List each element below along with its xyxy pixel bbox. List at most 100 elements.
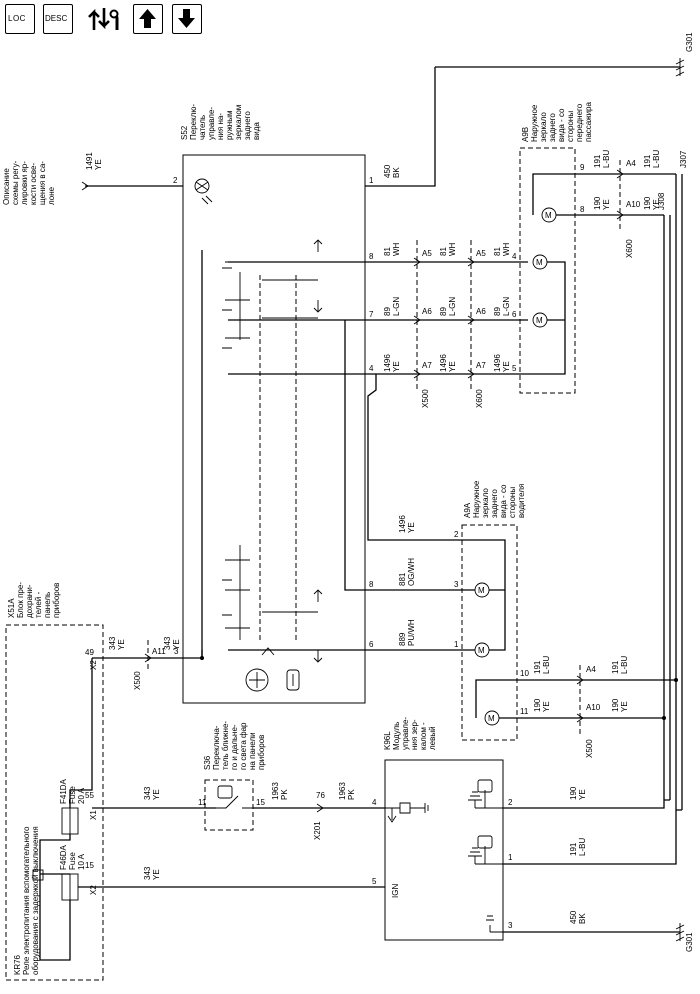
a9a-line-3: заднего bbox=[490, 489, 499, 518]
s52-line-1: Переклю- bbox=[189, 104, 198, 140]
svg-text:X51A Блок пре- дох: X51A Блок пре- дохрани- телей - панель п… bbox=[7, 580, 61, 618]
svg-text:343YE: 343YE bbox=[143, 866, 161, 880]
arrow-down-button[interactable] bbox=[172, 4, 202, 34]
x500-a4: A4 bbox=[586, 665, 596, 674]
s36-line-6: приборов bbox=[257, 735, 266, 770]
s36-line-0: S36 bbox=[203, 755, 212, 770]
svg-text:F41DA Fuse 20 A: F41DA Fuse 20 A bbox=[59, 777, 86, 804]
svg-text:190YE: 190YE bbox=[611, 698, 629, 712]
s52-line-7: заднего bbox=[243, 111, 252, 140]
k96l-pin-4: 4 bbox=[372, 798, 377, 807]
x500-a7: A7 bbox=[422, 361, 432, 370]
kr76-line-0: KR76 bbox=[13, 954, 22, 975]
k96l-pin-3: 3 bbox=[508, 921, 513, 930]
svg-text:K96L Модуль управл: K96L Модуль управле- ния зер- калом - ле… bbox=[383, 715, 437, 750]
x500-bottom-label: X500 bbox=[585, 739, 594, 758]
a9b-pin-9: 9 bbox=[580, 163, 585, 172]
arrow-up-button[interactable] bbox=[133, 4, 163, 34]
lamp-icon bbox=[194, 178, 210, 194]
wrench-arrows-icon bbox=[88, 8, 119, 30]
svg-text:F46DA Fuse 10 A: F46DA Fuse 10 A bbox=[59, 843, 86, 870]
desc-button[interactable]: DESC bbox=[43, 4, 73, 34]
a9a-pin-2: 2 bbox=[454, 530, 459, 539]
svg-text:89L-GN: 89L-GN bbox=[493, 297, 511, 316]
svg-text:190YE: 190YE bbox=[593, 196, 611, 210]
w1963-a-num: 1963 bbox=[271, 782, 280, 800]
s52-pin-1: 1 bbox=[369, 176, 374, 185]
s52-line-3: управле- bbox=[207, 107, 216, 140]
g301-top-label: G301 bbox=[685, 32, 694, 52]
f41da-1: Fuse bbox=[68, 786, 77, 804]
svg-text:1963PK: 1963PK bbox=[271, 782, 289, 800]
svg-text:881OG/WH: 881OG/WH bbox=[398, 558, 416, 586]
svg-text:1491 YE: 1491 YE bbox=[85, 150, 103, 170]
svg-text:191L-BU: 191L-BU bbox=[569, 838, 587, 856]
w1491-col: YE bbox=[94, 159, 103, 170]
w190-x500-num: 190 bbox=[611, 698, 620, 712]
s52-line-8: вида bbox=[252, 122, 261, 140]
w191-a9a-col: L-BU bbox=[542, 656, 551, 674]
svg-text:450 BK: 450 BK bbox=[383, 162, 401, 178]
w450-top-num: 450 bbox=[383, 164, 392, 178]
k96l-line-2: управле- bbox=[401, 717, 410, 750]
k96l-line-4: калом - bbox=[419, 722, 428, 750]
s36-line-5: на панели bbox=[248, 732, 257, 770]
k96l-line-5: левый bbox=[428, 726, 437, 750]
s52-line-6: зеркалом bbox=[234, 105, 243, 140]
x51a-line-1: Блок пре- bbox=[16, 582, 25, 618]
svg-text:190YE: 190YE bbox=[569, 786, 587, 800]
w1496-s52-col: YE bbox=[392, 361, 401, 372]
svg-text:343YE: 343YE bbox=[108, 636, 126, 650]
s36-line-3: го и дальне- bbox=[230, 724, 239, 770]
k96l-pin-2: 2 bbox=[508, 798, 513, 807]
wrench-arrows-button[interactable] bbox=[86, 4, 122, 34]
a9a-line-1: Наружное bbox=[472, 480, 481, 518]
svg-text:81WH: 81WH bbox=[383, 242, 401, 256]
s52-pin-3: 3 bbox=[174, 647, 179, 656]
hand-icon bbox=[217, 785, 233, 799]
desc-line-2: лировки яр- bbox=[20, 161, 29, 205]
s52-line-5: ружным bbox=[225, 111, 234, 140]
x51a-fuse-block: X51A Блок пре- дохрани- телей - панель п… bbox=[5, 580, 104, 981]
k96l-line-1: Модуль bbox=[392, 722, 401, 750]
w1496-a9a-num: 1496 bbox=[398, 515, 407, 533]
s52-pin-8: 8 bbox=[369, 252, 374, 261]
svg-text:1496YE: 1496YE bbox=[493, 354, 511, 372]
s52-mirror-switch: S52 Переклю- чатель управле- ния на- руж… bbox=[180, 102, 366, 704]
x51a-pin-15: 15 bbox=[85, 861, 94, 870]
w190-k96l-num: 190 bbox=[569, 786, 578, 800]
a9a-driver-mirror: A9A Наружное зеркало заднего вида - со с… bbox=[454, 480, 580, 741]
loc-button[interactable]: LOC bbox=[5, 4, 35, 34]
svg-text:Описание схемы регу- л: Описание схемы регу- лировки яр- кости о… bbox=[2, 158, 56, 205]
k96l-mirror-module: K96L Модуль управле- ния зер- калом - ле… bbox=[372, 715, 513, 941]
w1496-x500-col: YE bbox=[448, 361, 457, 372]
x2-bottom-label: X2 bbox=[89, 885, 98, 895]
w190-j308-col: YE bbox=[652, 199, 661, 210]
w889-col: PU/WH bbox=[407, 619, 416, 646]
fold-icon bbox=[286, 669, 300, 691]
w343-kr76-col: YE bbox=[152, 869, 161, 880]
desc-line-3: кости осве- bbox=[29, 163, 38, 205]
svg-text:M: M bbox=[478, 646, 485, 655]
s52-pin-2: 2 bbox=[173, 176, 178, 185]
x600-a7: A7 bbox=[476, 361, 486, 370]
w343-x1-col: YE bbox=[152, 789, 161, 800]
desc-line-5: лоне bbox=[47, 186, 56, 205]
x2-top-label: X2 bbox=[89, 660, 98, 670]
a11-pin: A11 bbox=[152, 647, 166, 656]
a9a-line-0: A9A bbox=[463, 502, 472, 518]
svg-text:450BK: 450BK bbox=[569, 910, 587, 924]
f46da-1: Fuse bbox=[68, 852, 77, 870]
a9b-pin-8: 8 bbox=[580, 205, 585, 214]
w81-s52-col: WH bbox=[392, 242, 401, 256]
a9b-line-2: зеркало bbox=[539, 112, 548, 142]
w89-s52-num: 89 bbox=[383, 307, 392, 316]
svg-text:191L-BU: 191L-BU bbox=[611, 656, 629, 674]
s36-headlamp-switch: S36 Переключа- тель ближне- го и дальне-… bbox=[198, 721, 266, 831]
w889-num: 889 bbox=[398, 632, 407, 646]
w191-j307-col: L-BU bbox=[652, 150, 661, 168]
x600-a10: A10 bbox=[626, 200, 641, 209]
svg-text:S52 Переклю- чател: S52 Переклю- чатель управле- ния на- руж… bbox=[180, 102, 261, 140]
w191-k96l-num: 191 bbox=[569, 842, 578, 856]
